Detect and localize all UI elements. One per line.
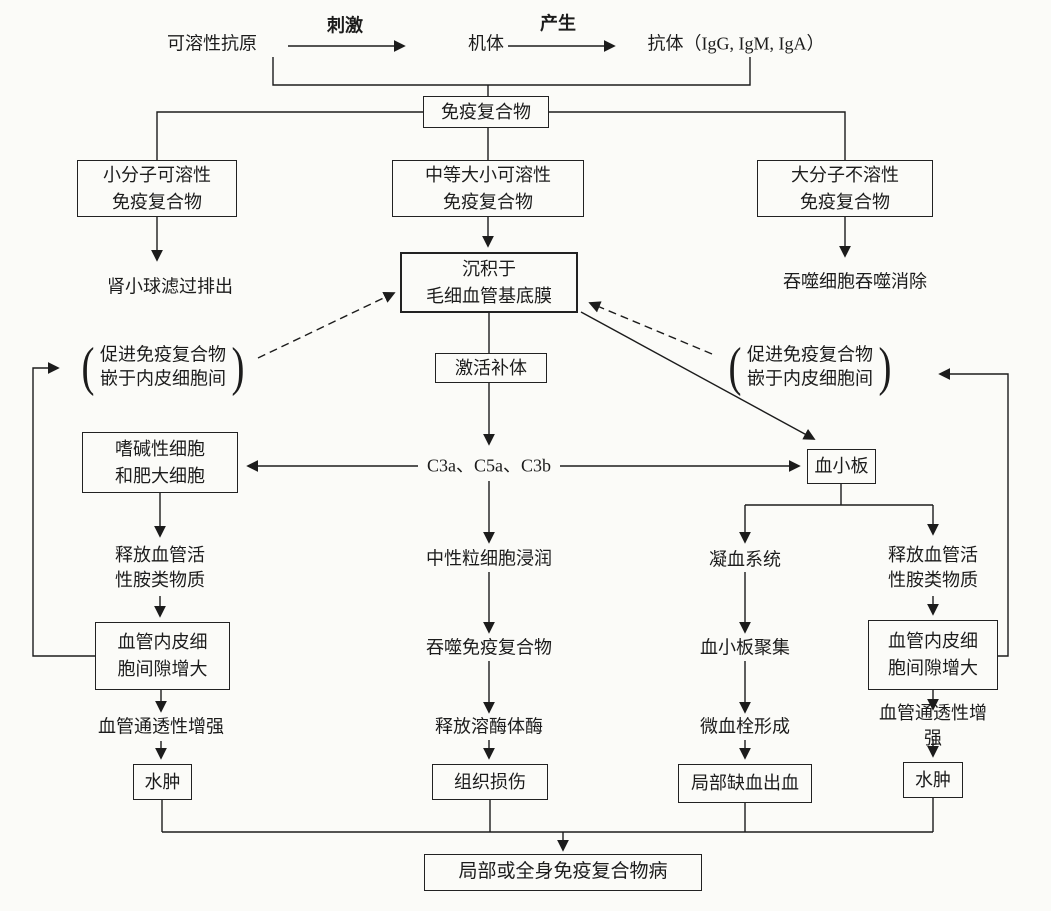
box-edema-right: 水肿 xyxy=(903,762,963,798)
node-phagocytose-complex: 吞噬免疫复合物 xyxy=(426,637,552,658)
box-small-soluble-complex: 小分子可溶性 免疫复合物 xyxy=(77,160,237,217)
node-coagulation-system: 凝血系统 xyxy=(709,549,781,570)
node-soluble-antigen: 可溶性抗原 xyxy=(167,33,257,54)
box-basophil-mast-cells: 嗜碱性细胞 和肥大细胞 xyxy=(82,432,238,493)
open-paren: ( xyxy=(81,336,95,397)
note-text: 促进免疫复合物 嵌于内皮细胞间 xyxy=(100,344,226,389)
box-large-insoluble-complex: 大分子不溶性 免疫复合物 xyxy=(757,160,933,217)
node-antibody: 抗体（IgG, IgM, IgA） xyxy=(647,33,825,54)
box-platelet: 血小板 xyxy=(807,449,876,484)
open-paren: ( xyxy=(728,336,742,397)
node-release-amines-left: 释放血管活 性胺类物质 xyxy=(115,544,205,590)
line-branch-right xyxy=(549,111,846,160)
node-permeability-left: 血管通透性增强 xyxy=(98,716,224,737)
feedback-loop-right xyxy=(938,368,1009,657)
label-stimulate: 刺激 xyxy=(327,15,363,36)
node-permeability-right: 血管通透性增强 xyxy=(879,702,987,748)
feedback-loop-left xyxy=(32,362,95,657)
node-complement-fragments: C3a、C5a、C3b xyxy=(427,455,551,476)
node-glomerular-filtration: 肾小球滤过排出 xyxy=(107,276,233,297)
close-paren: ) xyxy=(231,336,245,397)
box-immune-complex: 免疫复合物 xyxy=(423,96,549,128)
node-platelet-aggregation: 血小板聚集 xyxy=(700,637,790,658)
box-endothelial-gap-right: 血管内皮细 胞间隙增大 xyxy=(868,620,998,690)
dashed-arrow-left-promote xyxy=(257,291,396,359)
line-branch-left xyxy=(156,111,423,160)
node-release-amines-right: 释放血管活 性胺类物质 xyxy=(888,544,978,590)
node-microthrombus: 微血栓形成 xyxy=(700,716,790,737)
box-medium-soluble-complex: 中等大小可溶性 免疫复合物 xyxy=(392,160,584,217)
label-produce: 产生 xyxy=(540,13,576,34)
box-deposition-basement-membrane: 沉积于 毛细血管基底膜 xyxy=(400,252,578,313)
node-neutrophil-infiltration: 中性粒细胞浸润 xyxy=(426,548,552,569)
box-ischemia-hemorrhage: 局部缺血出血 xyxy=(678,764,812,803)
box-endothelial-gap-left: 血管内皮细 胞间隙增大 xyxy=(95,622,230,690)
box-final-disease: 局部或全身免疫复合物病 xyxy=(424,854,702,891)
line-bracket xyxy=(272,57,751,86)
box-tissue-damage: 组织损伤 xyxy=(432,764,548,800)
box-activate-complement: 激活补体 xyxy=(435,353,547,383)
note-text: 促进免疫复合物 嵌于内皮细胞间 xyxy=(747,344,873,389)
node-phagocyte-clearance: 吞噬细胞吞噬消除 xyxy=(783,271,927,292)
note-promote-embed-left: ( 促进免疫复合物 嵌于内皮细胞间 ) xyxy=(79,336,247,397)
dashed-arrow-right-promote xyxy=(588,301,713,355)
note-promote-embed-right: ( 促进免疫复合物 嵌于内皮细胞间 ) xyxy=(726,336,894,397)
arrow-deposit-platelet xyxy=(580,311,816,440)
close-paren: ) xyxy=(878,336,892,397)
node-organism: 机体 xyxy=(468,33,504,54)
box-edema-left: 水肿 xyxy=(133,764,192,800)
node-lysosomal-enzymes: 释放溶酶体酶 xyxy=(435,716,543,737)
